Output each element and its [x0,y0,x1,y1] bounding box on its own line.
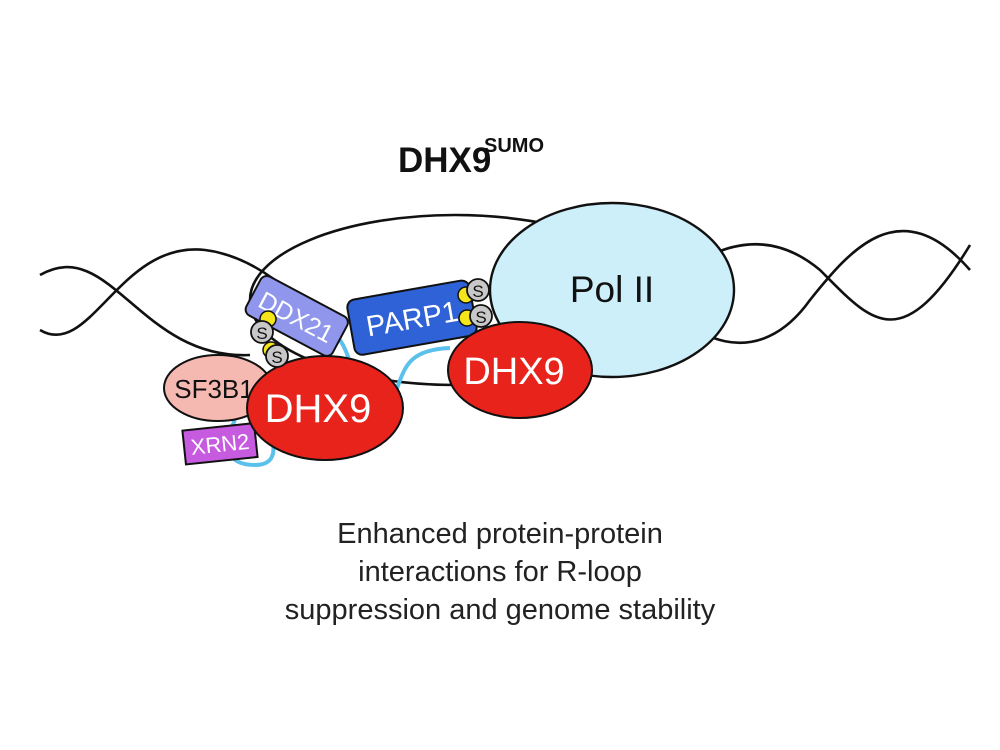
dhx9-right-shape [447,321,593,419]
sumo-circle-left-1 [250,320,274,344]
sumo-label-left-1: S [256,324,267,343]
caption-line-3: suppression and genome stability [285,594,716,626]
sumo-label-left-2: S [271,348,282,367]
title-main: DHX9 [398,141,491,180]
parp1-protein: PARP1 [346,279,478,356]
diagram-title: DHX9 SUMO [398,135,544,180]
sf3b1-protein: SF3B1 [163,354,273,422]
sumo-circle-right-2 [469,304,493,328]
diagram-caption: Enhanced protein-protein interactions fo… [285,518,716,626]
ddx21-shape [244,274,349,357]
dhx9-left-shape [246,355,404,461]
dhx9-left-label: DHX9 [265,387,372,431]
parp1-shape [346,279,478,356]
xrn2-protein: XRN2 [181,422,259,466]
dhx9-right-label: DHX9 [463,351,564,393]
xrn2-shape [181,422,259,466]
sumo-label-right-1: S [472,282,483,301]
ddx21-protein: DDX21 [244,274,349,357]
sumo-group-right: S S [457,278,493,328]
pol2-label: Pol II [570,269,654,310]
sumo-label-right-2: S [475,308,486,327]
sumo-group-left: S S [250,310,289,368]
sumo-circle-right-1 [466,278,490,302]
title-superscript: SUMO [484,135,544,157]
caption-line-2: interactions for R-loop [358,556,642,588]
sumo-circle-left-2 [265,344,289,368]
dhx9-left-protein: DHX9 [246,355,404,461]
dhx9-right-protein: DHX9 [447,321,593,419]
sf3b1-label: SF3B1 [174,374,254,404]
xrn2-label: XRN2 [190,429,251,460]
caption-line-1: Enhanced protein-protein [337,518,663,550]
